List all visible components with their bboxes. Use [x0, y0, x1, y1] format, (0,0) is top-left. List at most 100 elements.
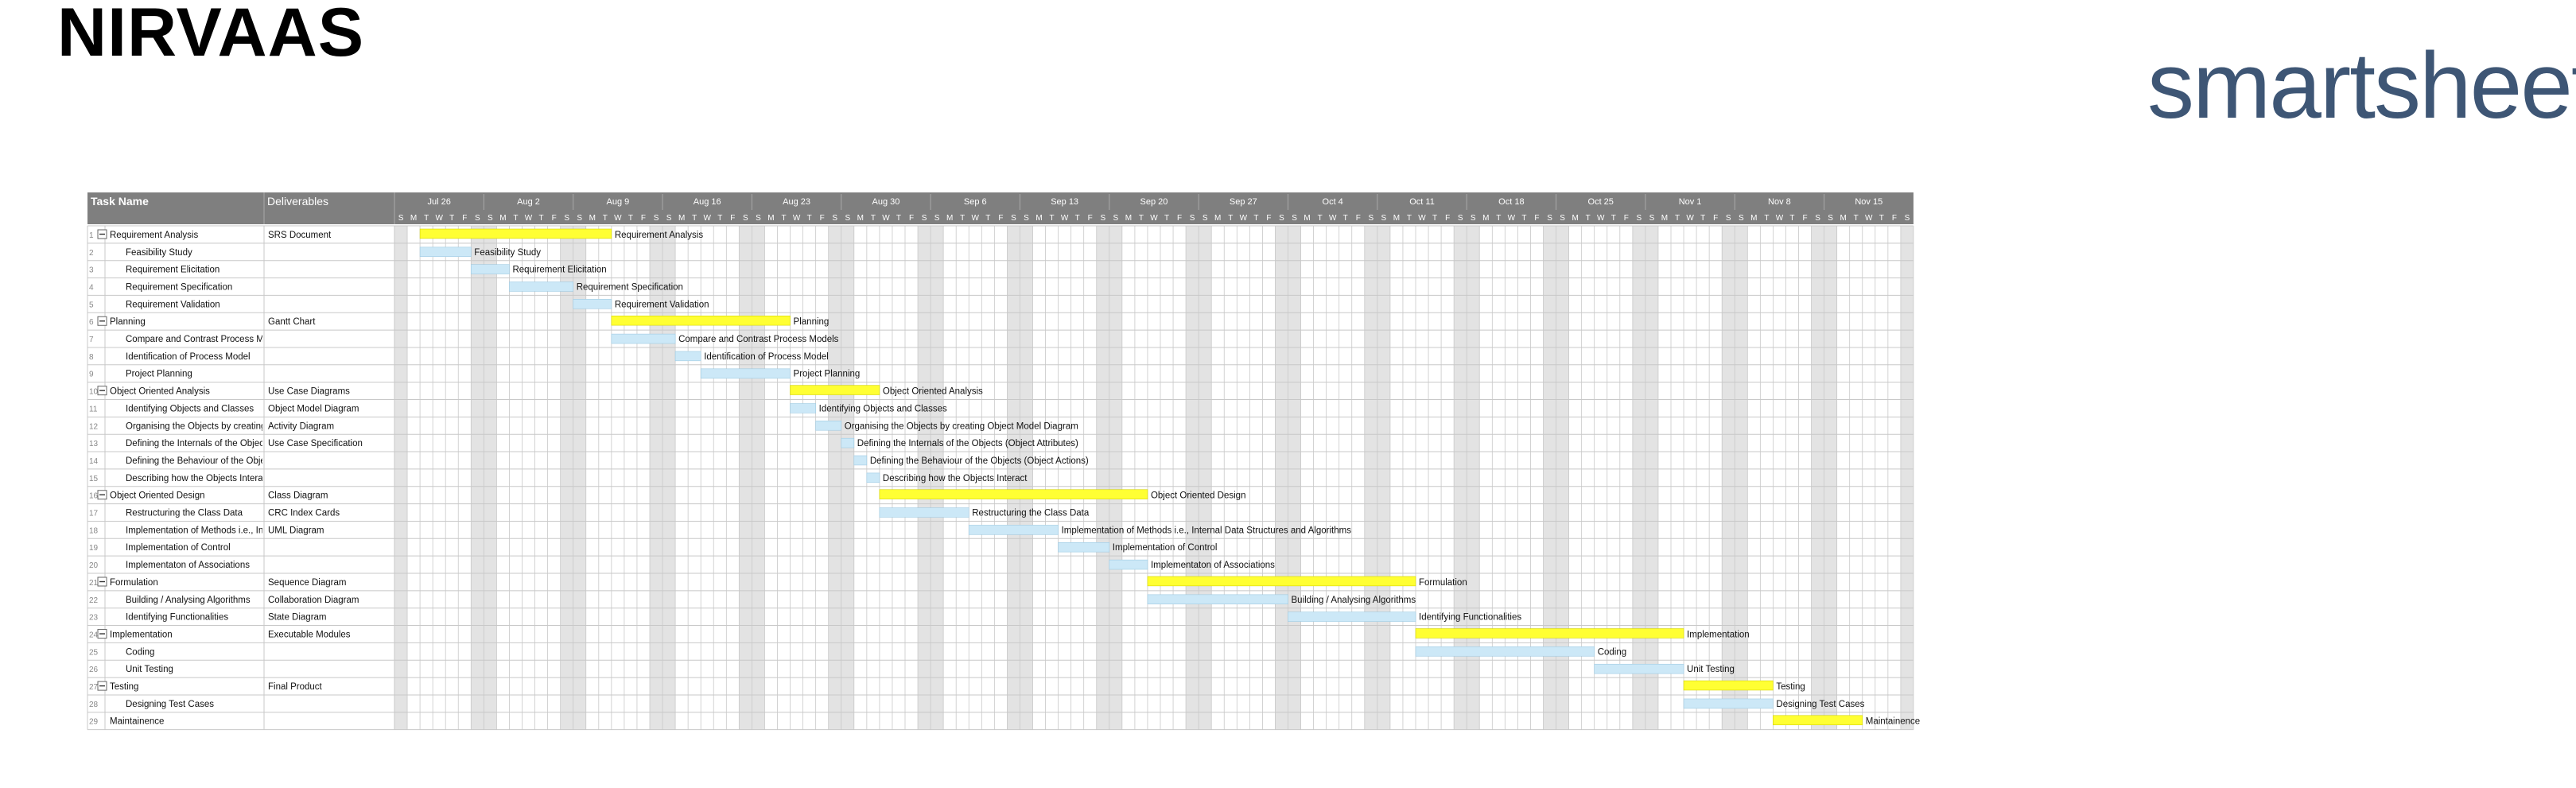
task-bar-group[interactable]: Restructuring the Class Data: [879, 507, 1090, 518]
task-bar-group[interactable]: Object Oriented Analysis: [790, 385, 984, 397]
deliverable[interactable]: UML Diagram: [268, 526, 324, 535]
task-name[interactable]: Requirement Validation: [126, 300, 220, 309]
task-bar-group[interactable]: Implementaton of Associations: [1109, 559, 1275, 570]
task-name[interactable]: Describing how the Objects Interact: [126, 474, 270, 483]
task-bar-group[interactable]: Describing how the Objects Interact: [866, 472, 1028, 483]
task-bar[interactable]: [968, 525, 1059, 535]
task-bar[interactable]: [674, 351, 701, 362]
task-name[interactable]: Implementation of Methods i.e., Internal…: [126, 526, 416, 535]
task-bar-group[interactable]: Coding: [1415, 646, 1626, 657]
task-name[interactable]: Implementaton of Associations: [126, 561, 250, 570]
column-header-deliverables[interactable]: Deliverables: [267, 195, 328, 208]
task-bar[interactable]: [611, 333, 676, 344]
task-bar-group[interactable]: Requirement Validation: [573, 299, 709, 309]
deliverable[interactable]: Sequence Diagram: [268, 578, 346, 588]
deliverable[interactable]: Gantt Chart: [268, 317, 316, 327]
task-name[interactable]: Defining the Behaviour of the Objects (O…: [126, 456, 344, 466]
task-name[interactable]: Feasibility Study: [126, 248, 192, 258]
summary-bar[interactable]: [790, 385, 880, 395]
task-bar-group[interactable]: Requirement Specification: [509, 281, 683, 293]
deliverable[interactable]: Object Model Diagram: [268, 404, 359, 413]
task-bar-group[interactable]: Testing: [1683, 680, 1805, 692]
task-name[interactable]: Requirement Analysis: [110, 231, 198, 240]
deliverable[interactable]: Executable Modules: [268, 630, 351, 639]
task-bar-group[interactable]: Implementation of Methods i.e., Internal…: [968, 525, 1351, 535]
task-bar[interactable]: [573, 299, 612, 309]
task-bar[interactable]: [700, 368, 791, 378]
task-bar-group[interactable]: Compare and Contrast Process Models: [611, 333, 839, 344]
task-bar-group[interactable]: Feasibility Study: [419, 246, 541, 258]
task-name[interactable]: Object Oriented Design: [110, 491, 205, 501]
task-name[interactable]: Testing: [110, 682, 138, 692]
task-bar-group[interactable]: Designing Test Cases: [1683, 698, 1865, 709]
task-name[interactable]: Designing Test Cases: [126, 700, 214, 709]
task-bar-group[interactable]: Implementation of Control: [1058, 542, 1218, 553]
task-name[interactable]: Identification of Process Model: [126, 352, 251, 362]
task-name[interactable]: Building / Analysing Algorithms: [126, 596, 251, 605]
deliverable[interactable]: Use Case Diagrams: [268, 387, 350, 397]
task-bar-group[interactable]: Building / Analysing Algorithms: [1147, 594, 1416, 605]
task-bar-group[interactable]: Requirement Analysis: [419, 228, 703, 240]
summary-bar[interactable]: [419, 228, 612, 239]
task-bar-group[interactable]: Identifying Objects and Classes: [790, 403, 947, 414]
task-bar[interactable]: [815, 421, 842, 431]
task-bar[interactable]: [866, 472, 880, 483]
task-bar-group[interactable]: Identifying Functionalities: [1288, 611, 1522, 623]
task-name[interactable]: Requirement Elicitation: [126, 266, 220, 275]
task-bar-group[interactable]: Implementation: [1415, 628, 1750, 640]
task-bar-group[interactable]: Requirement Elicitation: [470, 264, 607, 275]
summary-bar[interactable]: [1773, 715, 1863, 725]
column-header-task-name[interactable]: Task Name: [91, 195, 149, 208]
task-name[interactable]: Project Planning: [126, 370, 192, 379]
task-bar[interactable]: [790, 403, 816, 413]
task-bar-group[interactable]: Identification of Process Model: [674, 351, 829, 362]
task-name[interactable]: Implementation: [110, 630, 173, 639]
summary-bar[interactable]: [611, 315, 791, 326]
task-name[interactable]: Organising the Objects by creating Objec…: [126, 421, 359, 431]
deliverable[interactable]: Use Case Specification: [268, 439, 363, 448]
task-bar[interactable]: [853, 455, 868, 466]
task-name[interactable]: Formulation: [110, 578, 158, 588]
task-name[interactable]: Maintainence: [110, 717, 164, 727]
task-bar-group[interactable]: Object Oriented Design: [879, 489, 1246, 501]
deliverable[interactable]: Collaboration Diagram: [268, 596, 359, 605]
task-bar[interactable]: [1147, 594, 1288, 604]
task-bar-group[interactable]: Maintainence: [1773, 715, 1920, 727]
task-bar[interactable]: [841, 437, 855, 448]
task-name[interactable]: Planning: [110, 317, 146, 327]
summary-bar[interactable]: [1147, 576, 1416, 587]
task-bar-group[interactable]: Defining the Internals of the Objects (O…: [841, 437, 1078, 448]
task-bar[interactable]: [1415, 646, 1595, 657]
summary-bar[interactable]: [879, 489, 1148, 499]
task-name[interactable]: Defining the Internals of the Objects (O…: [126, 439, 347, 448]
task-name[interactable]: Unit Testing: [126, 665, 173, 674]
task-bar[interactable]: [1058, 542, 1110, 553]
deliverable[interactable]: SRS Document: [268, 231, 332, 240]
task-name[interactable]: Requirement Specification: [126, 282, 232, 292]
task-bar-group[interactable]: Formulation: [1147, 576, 1467, 588]
summary-bar[interactable]: [1683, 680, 1774, 691]
deliverable[interactable]: Class Diagram: [268, 491, 328, 501]
deliverable[interactable]: Final Product: [268, 682, 323, 692]
